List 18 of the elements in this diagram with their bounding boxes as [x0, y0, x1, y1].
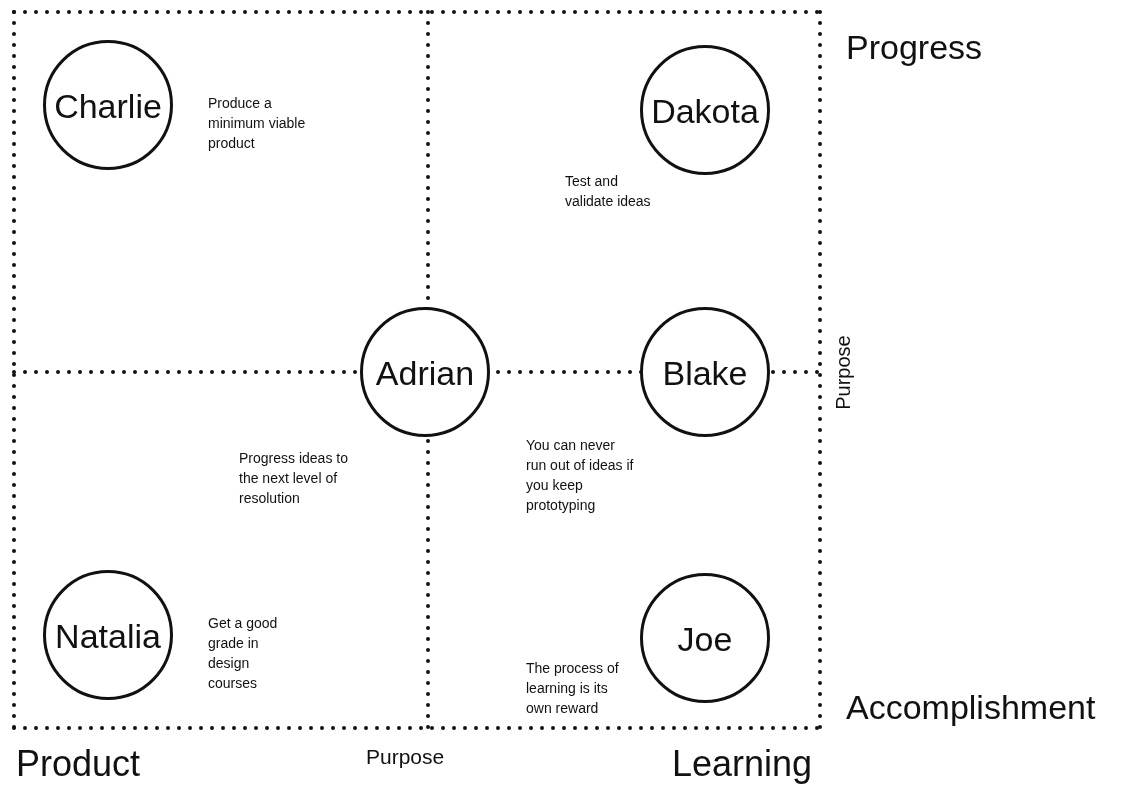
goal-text: Test and validate ideas	[565, 172, 652, 211]
axis-label: Learning	[672, 743, 813, 785]
person-name: Dakota	[650, 92, 760, 130]
person-name: Blake	[661, 354, 749, 392]
goal-text: The process of learning is its own reward	[526, 659, 620, 718]
person-name: Adrian	[374, 354, 476, 392]
axis-label: Product	[16, 743, 141, 785]
goal-text: Get a good grade in design courses	[208, 614, 279, 693]
person-name: Natalia	[54, 617, 162, 655]
axis-label: Progress	[846, 28, 983, 67]
axis-label: Purpose	[831, 334, 855, 410]
axis-label: Purpose	[366, 745, 445, 769]
goal-text: Progress ideas to the next level of resolution	[239, 449, 349, 508]
goal-text: Produce a minimum viable product	[208, 94, 306, 153]
axis-label: Accomplishment	[846, 688, 1096, 727]
person-name: Charlie	[53, 87, 163, 125]
goal-text: You can never run out of ideas if you keep prototyping	[526, 436, 635, 515]
person-name: Joe	[676, 620, 734, 658]
